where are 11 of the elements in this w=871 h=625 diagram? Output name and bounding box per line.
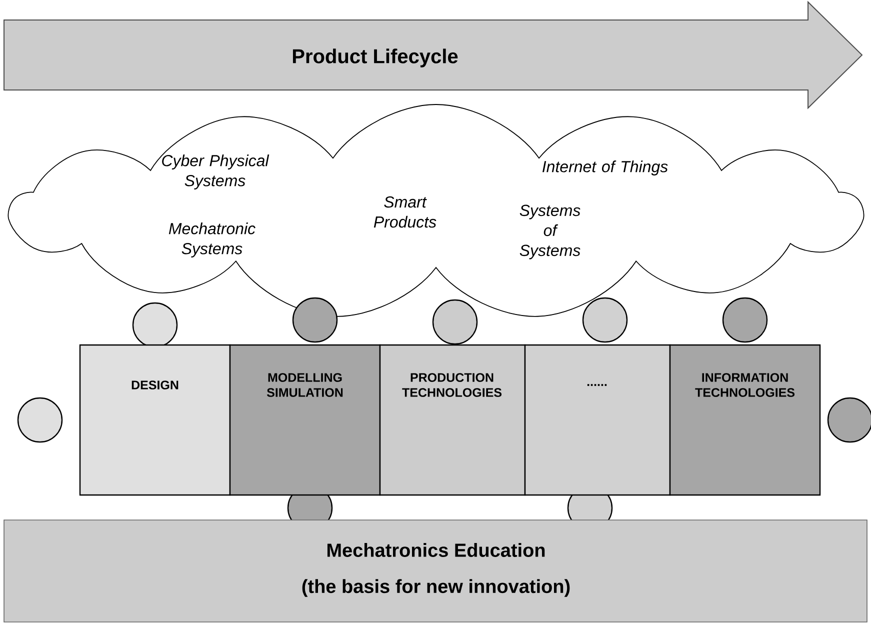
puzzle-piece: MODELLING SIMULATION xyxy=(229,297,381,531)
cloud-text: Cyber Physical Systems xyxy=(162,154,270,190)
base-bar: Mechatronics Education (the basis for new innovation) xyxy=(4,520,868,622)
puzzle-piece: INFORMATION TECHNOLOGIES xyxy=(669,297,871,496)
cloud-text: Mechatronic Systems xyxy=(168,222,256,258)
puzzle-piece: ...... xyxy=(524,297,671,531)
puzzle-piece: PRODUCTION TECHNOLOGIES xyxy=(379,299,526,496)
cloud-text: Systems of Systems xyxy=(520,204,580,260)
puzzle-piece: DESIGN xyxy=(17,302,231,496)
cloud-text: Smart Products xyxy=(374,196,436,228)
cloud-text: Internet of Things xyxy=(542,160,668,176)
